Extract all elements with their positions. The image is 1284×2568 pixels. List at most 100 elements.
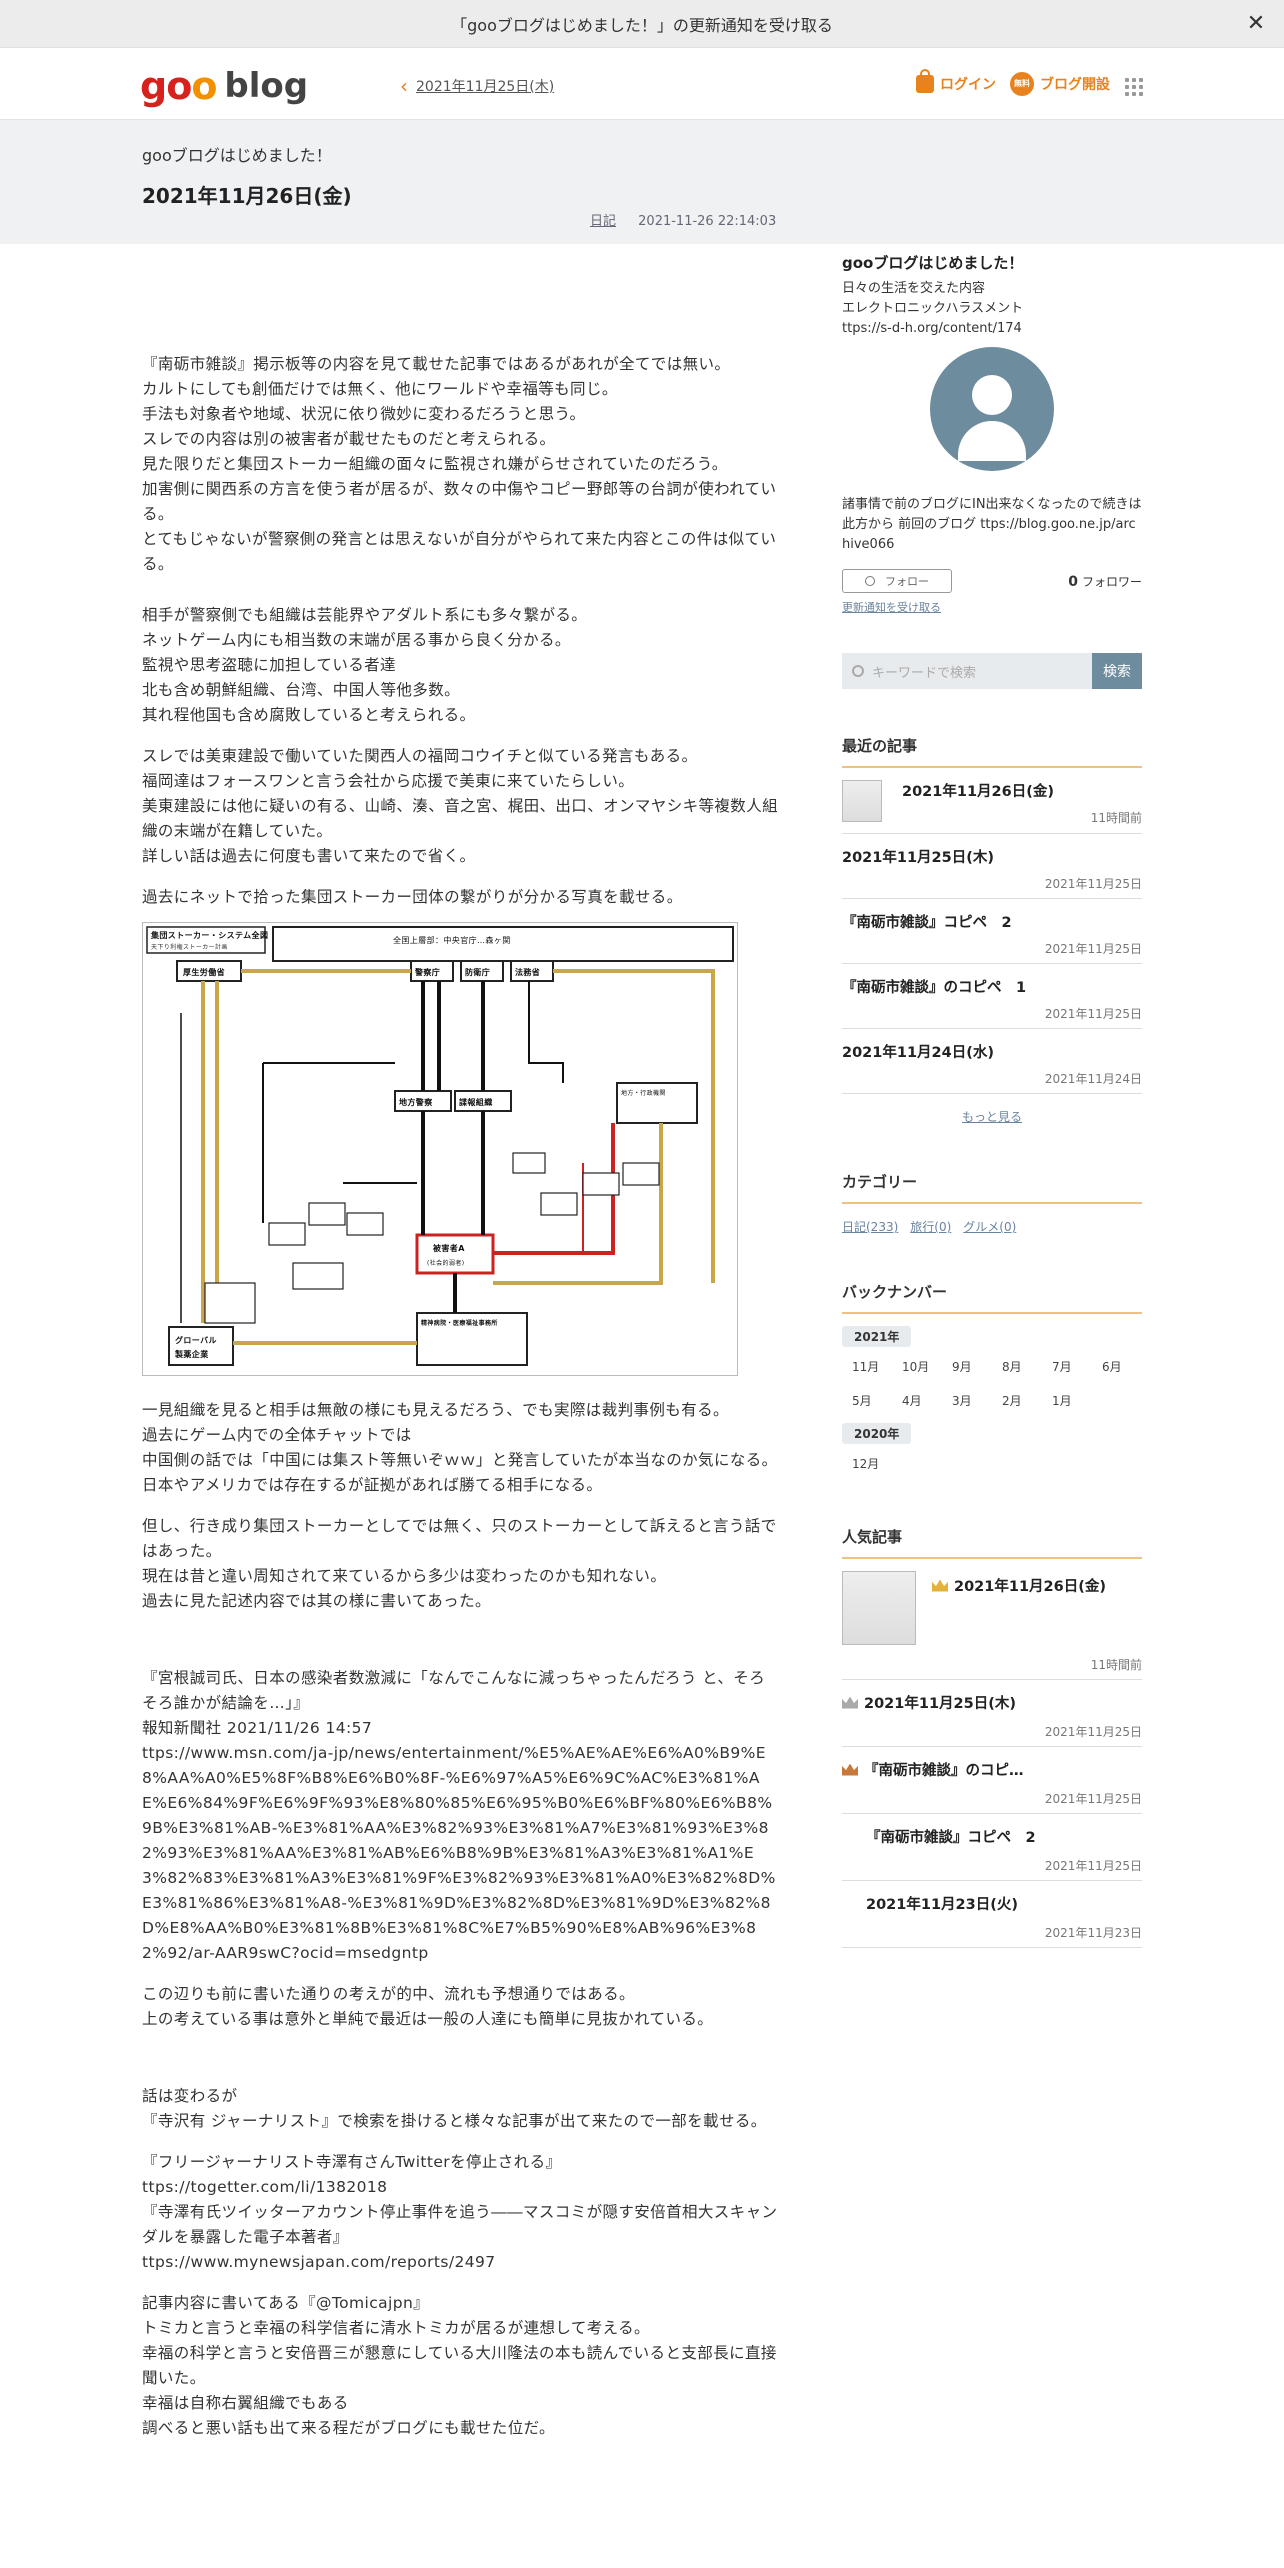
text-line: 加害側に関西系の方言を使う者が居るが、数々の中傷やコピー野郎等の台詞が使われてい…: [142, 480, 777, 523]
article-paragraphs-6: この辺りも前に書いた通りの考えが的中、流れも予想通りではある。上の考えている事は…: [142, 1982, 778, 2032]
sidebar-info: 諸事情で前のブログにIN出来なくなったので続きは此方から 前回のブログ ttps…: [842, 497, 1142, 552]
popular-thumbnail[interactable]: [842, 1571, 916, 1645]
popular-title-row[interactable]: 『南砺市雑談』コピペ 2: [842, 1826, 1142, 1847]
month-link[interactable]: 1月: [1052, 1394, 1072, 1408]
more-link[interactable]: もっと見る: [961, 1110, 1022, 1124]
text-line: 過去にゲーム内での全体チャットでは: [142, 1426, 412, 1444]
search-input[interactable]: キーワードで検索: [842, 653, 1092, 689]
popular-title-row[interactable]: 『南砺市雑談』のコピ…: [842, 1759, 1142, 1780]
popular-item[interactable]: 2021年11月25日(木)2021年11月25日: [842, 1680, 1142, 1747]
popular-title-row[interactable]: 2021年11月23日(火): [842, 1893, 1142, 1914]
popular-title[interactable]: 2021年11月26日(金): [954, 1579, 1106, 1595]
recent-thumbnail[interactable]: [842, 780, 882, 822]
month-link[interactable]: 8月: [1002, 1360, 1022, 1374]
login-button[interactable]: ログイン: [916, 69, 996, 94]
text-line: 相手が警察側でも組織は芸能界やアダルト系にも多々繋がる。: [142, 606, 588, 624]
sidebar-blog-name[interactable]: gooブログはじめました！: [842, 254, 1024, 272]
text-line: 手法も対象者や地域、状況に依り微妙に変わるだろうと思う。: [142, 405, 586, 423]
previous-post-label[interactable]: 2021年11月25日(木): [416, 79, 555, 95]
month-link[interactable]: 10月: [902, 1360, 930, 1374]
blog-name[interactable]: gooブログはじめました！: [142, 146, 332, 165]
month-link[interactable]: 12月: [852, 1457, 880, 1471]
recent-date: 11時間前: [1090, 811, 1142, 825]
previous-post-link[interactable]: ‹ 2021年11月25日(木): [400, 76, 554, 96]
month-link[interactable]: 7月: [1052, 1360, 1072, 1374]
text-line: 調べると悪い話も出て来る程だがブログにも載せた位だ。: [142, 2419, 555, 2437]
year-2020[interactable]: 2020年: [842, 1423, 912, 1444]
diagram-subheader: 天下り利権ストーカー計画: [151, 943, 228, 951]
popular-date: 2021年11月25日: [1044, 1792, 1142, 1806]
update-notice-text[interactable]: 「gooブログはじめました！」の更新通知を受け取る: [451, 15, 833, 35]
months-2020: 12月: [842, 1452, 1142, 1486]
apps-grid-icon[interactable]: [1125, 78, 1143, 96]
news-title: 『宮根誠司氏、日本の感染者数激減に「なんでこんなに減っちゃったんだろう と、そろ…: [142, 1669, 766, 1712]
category-link[interactable]: グルメ(0): [963, 1220, 1017, 1234]
popular-title[interactable]: 2021年11月23日(火): [866, 1897, 1018, 1913]
recent-title[interactable]: 2021年11月26日(金): [902, 784, 1054, 800]
post-category-link[interactable]: 日記: [590, 214, 617, 229]
popular-date: 2021年11月25日: [1044, 1859, 1142, 1873]
backnumber-heading: バックナンバー: [842, 1281, 1142, 1314]
popular-item[interactable]: 2021年11月26日(金)11時間前: [842, 1559, 1142, 1680]
popular-title-row[interactable]: 2021年11月25日(木): [842, 1692, 1142, 1713]
popular-title[interactable]: 『南砺市雑談』コピペ 2: [866, 1830, 1036, 1846]
text-line: 福岡達はフォースワンと言う会社から応援で美東に来ていたらしい。: [142, 772, 635, 790]
year-2021[interactable]: 2021年: [842, 1326, 912, 1347]
diagram-box-local-police: 地方警察: [399, 1097, 433, 1107]
recent-item[interactable]: 2021年11月24日(水)2021年11月24日: [842, 1029, 1142, 1094]
follow-button[interactable]: フォロー: [842, 569, 952, 593]
popular-title[interactable]: 2021年11月25日(木): [864, 1696, 1016, 1712]
text-line: 中国側の話では「中国には集スト等無いぞｗｗ」と発言していたが本当なのか気になる。: [142, 1451, 778, 1469]
recent-title[interactable]: 『南砺市雑談』のコピペ 1: [842, 980, 1027, 996]
month-link[interactable]: 11月: [852, 1360, 880, 1374]
popular-title[interactable]: 『南砺市雑談』のコピ…: [864, 1763, 1024, 1779]
news-source: 報知新聞社 2021/11/26 14:57: [142, 1719, 373, 1737]
month-link[interactable]: 3月: [952, 1394, 972, 1408]
notify-link[interactable]: 更新通知を受け取る: [842, 601, 941, 614]
article-paragraphs-3: スレでは美東建設で働いていた関西人の福岡コウイチと似ている発言もある。福岡達はフ…: [142, 744, 778, 869]
month-link[interactable]: 9月: [952, 1360, 972, 1374]
user-icon: [865, 576, 875, 586]
text-line: エレクトロニックハラスメント: [842, 301, 1024, 316]
diagram-top-label: 全国上層部：中央官庁…森ヶ関: [393, 935, 511, 945]
diagram-box-moj: 法務省: [515, 967, 540, 977]
text-line: 日本やアメリカでは存在するが証拠があれば勝てる相手になる。: [142, 1476, 603, 1494]
popular-item[interactable]: 2021年11月23日(火)2021年11月23日: [842, 1881, 1142, 1948]
month-link[interactable]: 6月: [1102, 1360, 1122, 1374]
category-link[interactable]: 旅行(0): [910, 1220, 952, 1234]
search-icon: [852, 665, 864, 677]
text-line: 日々の生活を交えた内容: [842, 281, 986, 296]
post-title: 2021年11月26日(金): [142, 184, 352, 208]
category-link[interactable]: 日記(233): [842, 1220, 899, 1234]
search-button[interactable]: 検索: [1092, 653, 1142, 689]
month-link[interactable]: 5月: [852, 1394, 872, 1408]
popular-heading: 人気記事: [842, 1526, 1142, 1559]
goo-blog-logo[interactable]: goo blog: [140, 66, 308, 106]
lock-icon: [916, 69, 934, 93]
popular-item[interactable]: 『南砺市雑談』のコピ… 2021年11月25日: [842, 1747, 1142, 1814]
open-blog-button[interactable]: 無料 ブログ開設: [1010, 72, 1110, 96]
text-line: 幸福は自称右翼組織でもある: [142, 2394, 349, 2412]
diagram-box-victim-sub: (社会的弱者): [427, 1259, 464, 1267]
diagram-box-npa: 警察庁: [414, 967, 440, 977]
recent-item[interactable]: 2021年11月25日(木)2021年11月25日: [842, 834, 1142, 899]
month-link[interactable]: 4月: [902, 1394, 922, 1408]
recent-title[interactable]: 『南砺市雑談』コピペ 2: [842, 915, 1012, 931]
recent-item[interactable]: 2021年11月26日(金) 11時間前: [842, 768, 1142, 834]
category-heading: カテゴリー: [842, 1171, 1142, 1204]
popular-item[interactable]: 『南砺市雑談』コピペ 2 2021年11月25日: [842, 1814, 1142, 1881]
text-line: ttps://s-d-h.org/content/174: [842, 321, 1022, 336]
recent-title[interactable]: 2021年11月25日(木): [842, 850, 994, 866]
text-line: ttps://togetter.com/li/1382018: [142, 2178, 388, 2196]
diagram-box-mhlw: 厚生労働省: [183, 967, 225, 977]
month-link[interactable]: 2月: [1002, 1394, 1022, 1408]
recent-title[interactable]: 2021年11月24日(水): [842, 1045, 994, 1061]
avatar[interactable]: [930, 347, 1054, 471]
update-notice-bar[interactable]: 「gooブログはじめました！」の更新通知を受け取る ✕: [0, 0, 1284, 48]
user-body-icon: [958, 421, 1026, 461]
popular-title-row[interactable]: 2021年11月26日(金): [932, 1575, 1142, 1596]
close-icon[interactable]: ✕: [1246, 11, 1266, 36]
